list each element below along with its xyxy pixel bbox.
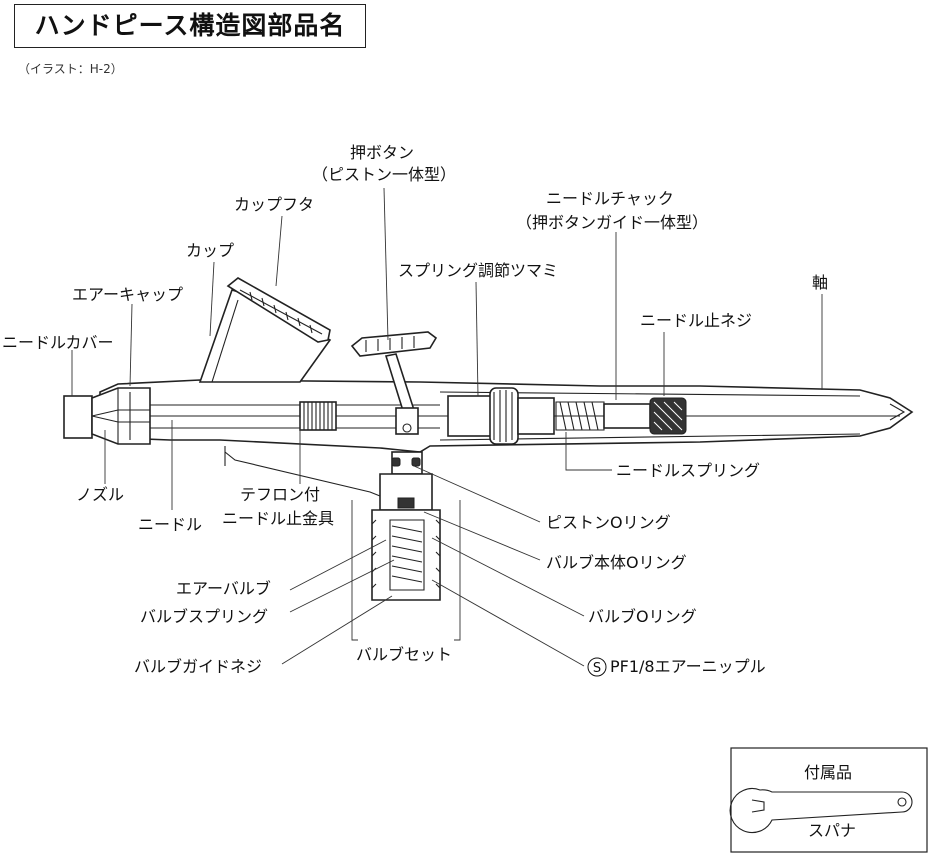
needle-cover-part — [63, 395, 93, 439]
label-spring-knob: スプリング調節ツマミ — [398, 261, 558, 280]
airbrush-illustration — [63, 277, 914, 601]
illustration-code: （イラスト：H-2） — [18, 62, 123, 76]
label-valve-set: バルブセット — [356, 645, 452, 664]
cup-lid-part — [226, 277, 331, 343]
label-needle-spring: ニードルスプリング — [616, 461, 760, 480]
page-title: ハンドピース構造図部品名 — [34, 11, 346, 40]
label-valve-guide-screw: バルブガイドネジ — [134, 657, 262, 676]
label-air-cap: エアーキャップ — [72, 285, 183, 304]
label-needle-chuck: ニードルチャック — [546, 189, 674, 208]
label-cup: カップ — [186, 241, 234, 260]
accessory-heading: 付属品 — [804, 763, 852, 782]
label-valve-spring: バルブスプリング — [140, 607, 268, 626]
label-push-button: 押ボタン — [350, 143, 414, 162]
label-air-nipple-mark: S — [593, 661, 601, 676]
air-nipple-mark: S — [587, 657, 607, 677]
label-needle-chuck-sub: （押ボタンガイド一体型） — [516, 213, 708, 232]
valve-assembly-part — [371, 451, 441, 601]
label-air-valve: エアーバルブ — [176, 579, 271, 598]
leader-lines — [71, 187, 823, 667]
label-needle-cover: ニードルカバー — [2, 333, 114, 352]
label-nozzle: ノズル — [76, 485, 124, 504]
label-cup-lid: カップフタ — [234, 195, 314, 214]
label-needle: ニードル — [138, 515, 202, 534]
spanner-icon — [729, 788, 913, 834]
label-teflon-line1: テフロン付 — [240, 485, 320, 504]
label-valve-body-oring: バルブ本体Oリング — [546, 553, 687, 572]
accessory-spanner: スパナ — [808, 821, 856, 840]
spring-adjust-knob-part — [447, 387, 519, 445]
accessory-box: 付属品 スパナ — [729, 747, 928, 853]
needle-spring-part — [517, 397, 605, 435]
label-shaft: 軸 — [812, 273, 828, 292]
label-piston-oring: ピストンOリング — [546, 513, 671, 532]
needle-chuck-part — [603, 397, 687, 435]
label-air-nipple: PF1/8エアーニップル — [610, 657, 766, 676]
air-cap-part — [91, 387, 151, 445]
label-needle-lock-screw: ニードル止ネジ — [640, 311, 752, 330]
push-button-part — [350, 331, 438, 435]
title-box: ハンドピース構造図部品名 — [14, 4, 366, 48]
label-teflon-line2: ニードル止金具 — [222, 509, 334, 528]
label-valve-oring: バルブOリング — [588, 607, 697, 626]
teflon-needle-holder-part — [299, 401, 337, 431]
part-labels: 押ボタン （ピストン一体型） カップフタ カップ エアーキャップ ニードルカバー… — [2, 143, 828, 677]
label-push-button-sub: （ピストン一体型） — [312, 165, 456, 184]
